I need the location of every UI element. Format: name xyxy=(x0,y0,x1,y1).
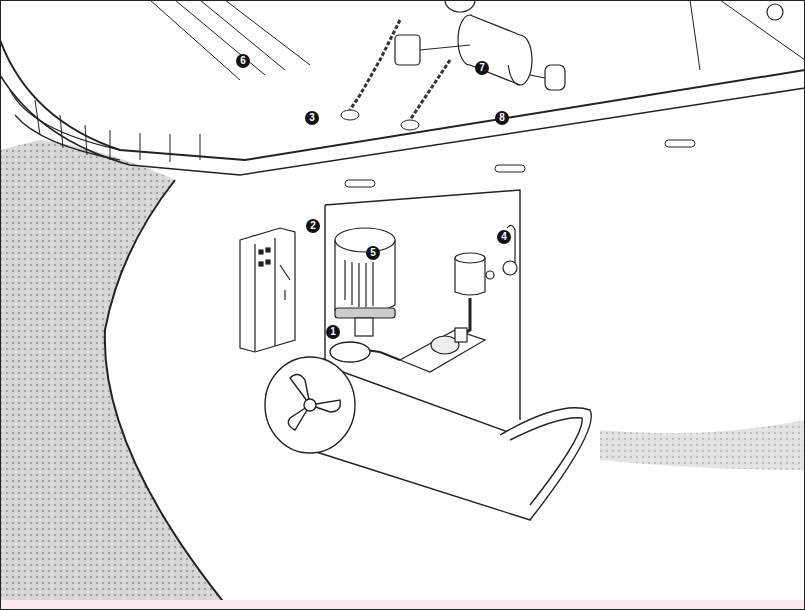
panel-doors xyxy=(255,238,275,352)
hull-outline xyxy=(105,180,230,610)
tank-cap xyxy=(486,271,494,279)
pump-base xyxy=(400,330,485,372)
callout-number: 6 xyxy=(236,54,250,68)
water-shade xyxy=(600,420,805,470)
motor-top xyxy=(335,228,395,252)
panel-lamp xyxy=(259,262,263,266)
gearbox xyxy=(330,342,370,362)
callout-number: 1 xyxy=(326,325,340,339)
windlass-motor xyxy=(545,65,565,90)
tunnel-outlet xyxy=(500,408,591,520)
sea-area xyxy=(0,140,230,610)
deck-structure xyxy=(150,0,310,80)
tunnel-outlet-rim xyxy=(510,418,582,505)
anchor-chain xyxy=(350,20,450,120)
pump xyxy=(455,328,467,342)
tank-top xyxy=(455,253,485,263)
panel-cabinet xyxy=(240,228,295,352)
porthole xyxy=(495,165,525,172)
porthole xyxy=(345,180,375,187)
bottom-band xyxy=(0,600,805,610)
callout-number: 2 xyxy=(306,219,320,233)
thruster-tunnel xyxy=(265,342,591,520)
deckhouse xyxy=(690,0,805,70)
windlass-top xyxy=(445,0,475,12)
tunnel-mouth xyxy=(265,357,355,453)
windlass-shaft xyxy=(420,45,545,78)
electric-motor xyxy=(335,228,395,336)
steering-wheel xyxy=(767,4,783,20)
callout-number: 5 xyxy=(366,246,380,260)
hydraulic-pump-unit xyxy=(365,328,485,372)
windlass-body-edge xyxy=(470,15,520,85)
motor-flange xyxy=(335,308,395,318)
porthole xyxy=(665,140,695,147)
railing xyxy=(10,90,120,160)
hawse-pipe xyxy=(401,120,419,130)
callout-number: 4 xyxy=(497,230,511,244)
control-panel xyxy=(240,228,295,352)
coupling xyxy=(355,318,373,336)
sheer-line xyxy=(0,75,805,175)
callout-number: 8 xyxy=(495,111,509,125)
motor-fins xyxy=(345,260,373,307)
propeller-hub xyxy=(304,399,316,411)
panel-lamp xyxy=(266,260,270,264)
panel-lamp xyxy=(259,250,263,254)
windlass-base xyxy=(395,35,420,65)
callout-number: 3 xyxy=(305,111,319,125)
propeller-blades xyxy=(288,374,340,430)
windlass-body xyxy=(470,15,520,65)
callout-number: 7 xyxy=(475,61,489,75)
railing-posts xyxy=(35,100,200,162)
anchor-windlass xyxy=(395,0,565,90)
panel-lamp xyxy=(266,248,270,252)
pressure-gauge xyxy=(503,261,517,275)
header-tank xyxy=(430,253,494,350)
panel-switch xyxy=(280,265,290,300)
hawse-pipe xyxy=(341,110,359,120)
